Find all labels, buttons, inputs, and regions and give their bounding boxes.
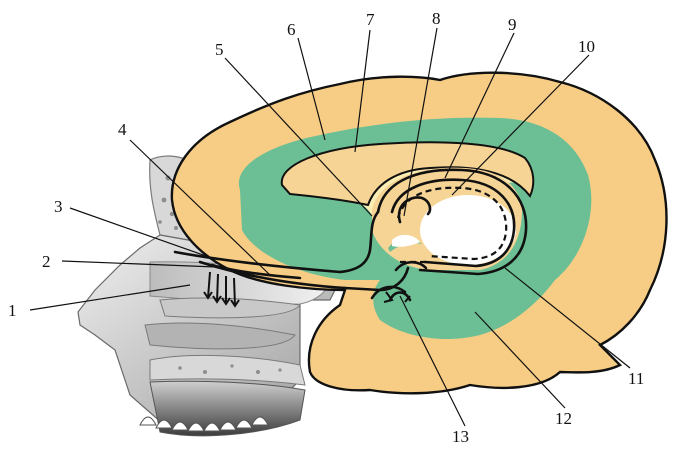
- callout-1: 1: [8, 301, 17, 320]
- callout-13: 13: [452, 427, 469, 446]
- callout-3: 3: [54, 197, 63, 216]
- callout-10: 10: [578, 37, 595, 56]
- callout-7: 7: [366, 10, 375, 29]
- callout-6: 6: [287, 20, 296, 39]
- callout-12: 12: [555, 409, 572, 428]
- thalamus-white: [420, 195, 516, 265]
- callout-9: 9: [508, 15, 517, 34]
- callout-4: 4: [118, 120, 127, 139]
- callout-11: 11: [628, 369, 644, 388]
- callout-2: 2: [42, 252, 51, 271]
- callout-8: 8: [432, 9, 441, 28]
- callout-5: 5: [215, 40, 224, 59]
